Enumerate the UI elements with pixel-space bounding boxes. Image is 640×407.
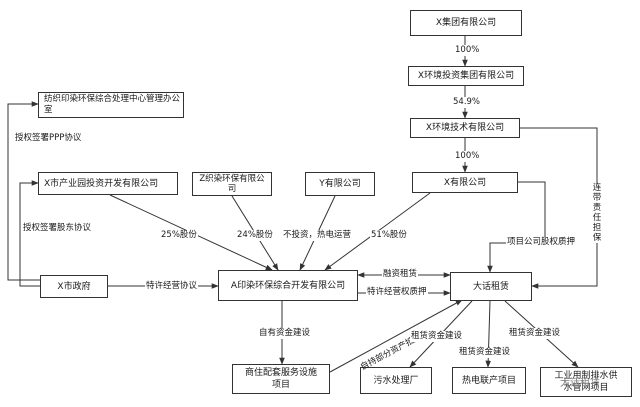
label-pct-100-a: 100% (454, 45, 481, 56)
node-commercial: 商住配套服务设施项目 (232, 364, 330, 394)
label-stake-25: 25%股份 (160, 230, 198, 241)
node-industrial-pipe: 工业用制排水供水管网项目 (540, 367, 632, 397)
label-no-invest: 不投资，热电运营 (282, 230, 353, 241)
label-finance-lease: 融资租赁 (382, 269, 419, 280)
edge-ppp (7, 101, 40, 281)
label-stake-24: 24%股份 (236, 230, 274, 241)
label-stake-51: 51%股份 (370, 230, 408, 241)
edge-asset-mortgage (329, 299, 463, 373)
node-x-co: X有限公司 (412, 172, 518, 193)
node-cogeneration: 热电联产项目 (452, 367, 526, 394)
node-sewage: 污水处理厂 (360, 367, 432, 394)
edge-shareholder (19, 180, 40, 287)
edge-guarantee (520, 127, 598, 289)
node-x-env-tech: X环境技术有限公司 (410, 118, 520, 138)
edge-equity-pledge (487, 181, 546, 273)
node-x-group: X集团有限公司 (410, 10, 522, 36)
node-a-printing: A印染环保综合开发有限公司 (218, 270, 358, 301)
label-ppp: 授权签署PPP协议 (15, 133, 82, 143)
label-lease-build-1: 租赁资金建设 (410, 331, 464, 342)
node-textile-office: 纺织印染环保综合处理中心管理办公室 (38, 92, 184, 118)
label-shareholder: 授权签署股东协议 (23, 223, 92, 233)
label-guarantee: 连带责任担保 (592, 183, 602, 243)
node-x-city-gov: X市政府 (40, 275, 108, 298)
label-concession: 特许经营协议 (145, 281, 199, 292)
label-concession-pledge: 特许经营权质押 (366, 287, 428, 298)
label-equity-pledge: 项目公司股权质押 (506, 237, 577, 248)
label-lease-build-3: 租赁资金建设 (508, 328, 562, 339)
node-x-industrial: X市产业园投资开发有限公司 (38, 172, 178, 195)
node-z-textile: Z织染环保有限公司 (192, 172, 272, 196)
watermark: 大话租赁 (560, 378, 600, 389)
node-x-env-invest: X环境投资集团有限公司 (408, 66, 524, 86)
label-lease-build-2: 租赁资金建设 (458, 347, 512, 358)
node-dahua-leasing: 大话租赁 (450, 272, 532, 301)
node-y-co: Y有限公司 (305, 172, 375, 196)
label-pct-549: 54.9% (452, 97, 482, 108)
label-self-funded: 自有资金建设 (258, 328, 312, 339)
label-pct-100-b: 100% (454, 151, 481, 162)
